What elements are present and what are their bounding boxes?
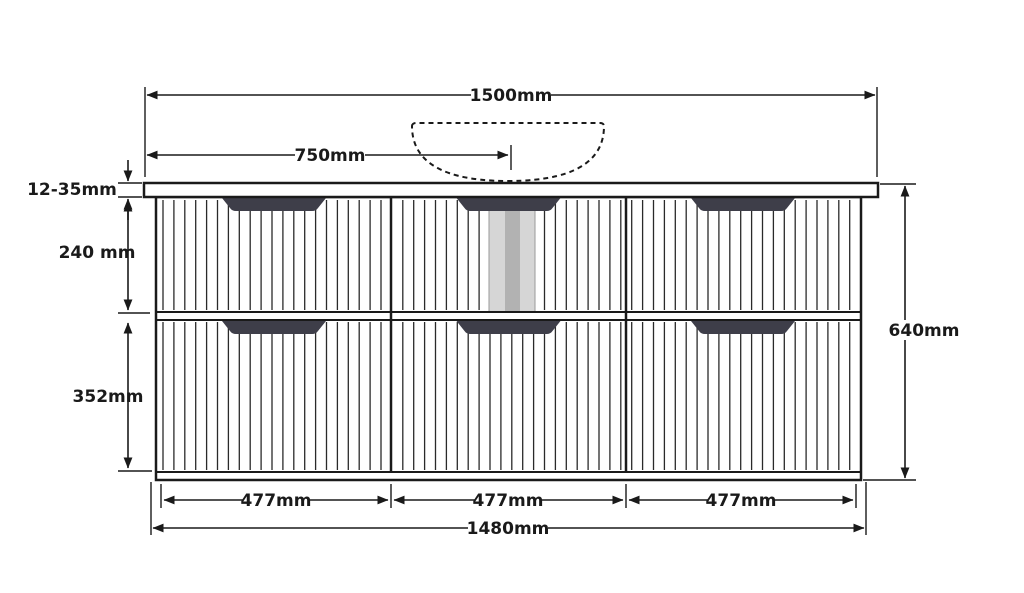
dim-label-basin-center: 750mm (295, 146, 366, 166)
dim-label-lower-drawer: 352mm (73, 387, 144, 407)
dim-label-carcass-width: 1480mm (467, 519, 550, 539)
label-bg (475, 491, 541, 509)
label-bg (889, 320, 959, 340)
basin-outline (410, 122, 606, 183)
label-bg (243, 491, 309, 509)
dim-label-total-width: 1500mm (470, 86, 553, 106)
drawer-handle (691, 198, 795, 211)
basin-dashed-shape (410, 122, 606, 183)
drawer-handle (691, 321, 795, 334)
fluted-panel-lines (162, 200, 851, 470)
drawer-handle (222, 321, 326, 334)
drawer-handle (456, 198, 561, 211)
dim-label-top-thickness: 12-35mm (27, 180, 117, 200)
label-bg (708, 491, 774, 509)
drawer-handle (456, 321, 561, 334)
dim-label-upper-drawer: 240 mm (59, 243, 136, 263)
drawer-handle (222, 198, 326, 211)
dim-label-drawer-width-3: 477mm (706, 491, 777, 511)
drawer-handles (222, 198, 795, 334)
cabinet-drawing (142, 181, 880, 482)
countertop (142, 181, 880, 199)
label-bg (468, 519, 548, 537)
dim-label-drawer-width-2: 477mm (473, 491, 544, 511)
dimension-lines: 1500mm 750mm 12-35mm 240 mm 352mm 640mm (27, 86, 959, 539)
waste-pipe (505, 198, 520, 312)
dim-label-drawer-width-1: 477mm (241, 491, 312, 511)
label-bg (471, 86, 551, 104)
label-bg (295, 146, 365, 164)
dim-label-overall-height: 640mm (889, 321, 960, 341)
